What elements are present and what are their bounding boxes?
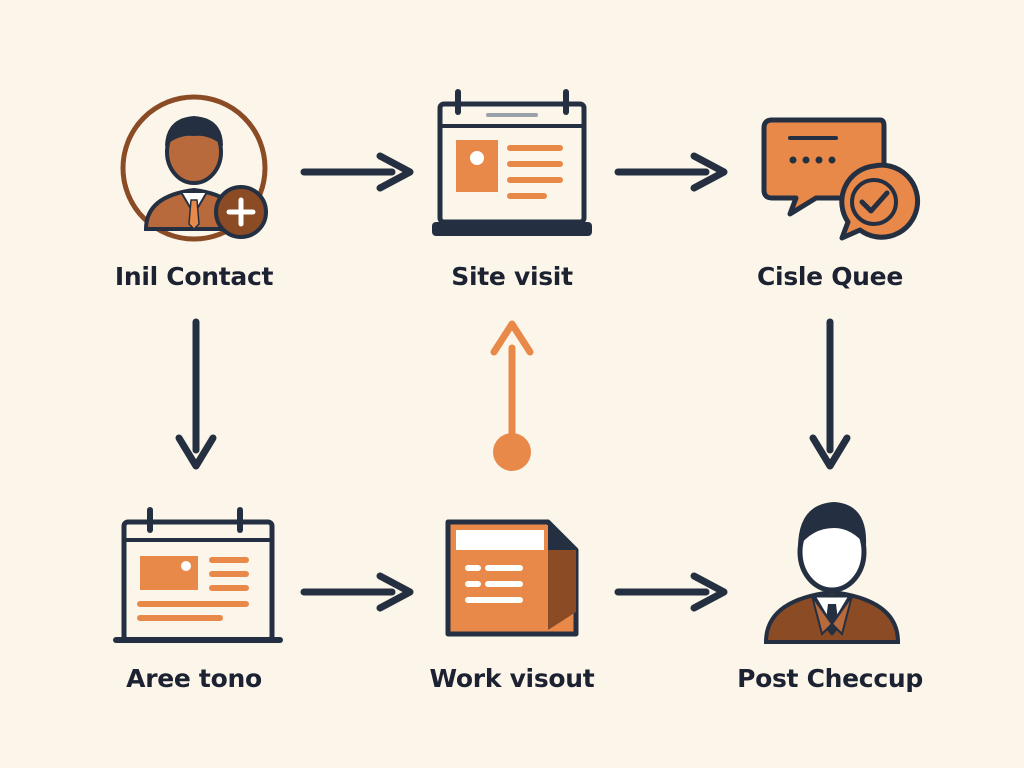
- connector-work-to-post-checkup: [614, 572, 728, 612]
- step-label-site-visit: Site visit: [451, 262, 573, 291]
- person-suit-icon: [763, 502, 901, 644]
- connector-agree-to-work: [300, 572, 414, 612]
- connector-initial-to-site-visit: [300, 152, 414, 192]
- connector-work-to-site-visit-orange: [490, 320, 534, 471]
- person-add-icon: [120, 94, 268, 242]
- check-badge-icon: [839, 162, 921, 241]
- document-icon: [445, 519, 579, 637]
- laptop-calendar-icon: [432, 89, 592, 236]
- connector-initial-to-agree: [175, 318, 217, 470]
- connector-quote-to-post-checkup: [809, 318, 851, 470]
- calendar-screen-icon: [113, 507, 283, 643]
- step-label-close-quote: Cisle Quee: [757, 262, 903, 291]
- step-label-work-visit: Work visout: [429, 664, 595, 693]
- connectors: [175, 152, 851, 612]
- chat-check-icon: [761, 117, 921, 241]
- step-label-agree-terms: Aree tono: [126, 664, 262, 693]
- step-label-initial-contact: Inil Contact: [114, 262, 274, 291]
- plus-badge-icon: [214, 185, 268, 239]
- connector-site-visit-to-quote: [614, 152, 728, 192]
- step-label-post-checkup: Post Checcup: [737, 664, 923, 693]
